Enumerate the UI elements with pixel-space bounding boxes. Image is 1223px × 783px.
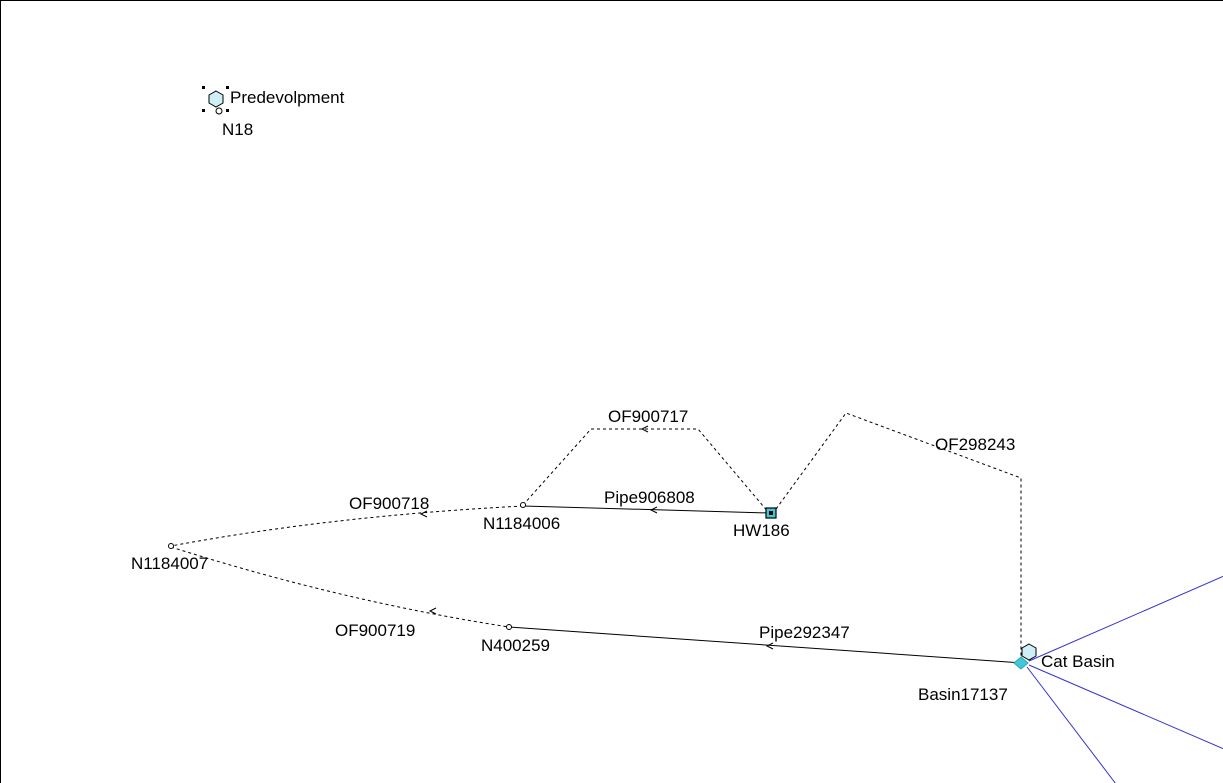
outfall-icon-center <box>769 511 773 515</box>
subcatchment-outlet-lines <box>1026 575 1223 783</box>
selection-handle[interactable] <box>202 109 205 112</box>
junction-icon <box>215 107 223 115</box>
node-label: N400259 <box>481 636 550 655</box>
node-basin17137[interactable]: Basin17137 <box>918 656 1029 704</box>
link-label-of900718: OF900718 <box>349 494 429 513</box>
link-of900719[interactable] <box>170 546 510 628</box>
link-pipe906808[interactable] <box>522 505 770 514</box>
node-label: Basin17137 <box>918 685 1008 704</box>
flow-arrow-icon <box>765 642 774 650</box>
subcatchment-line[interactable] <box>1028 664 1223 750</box>
node-n1184007[interactable]: N1184007 <box>131 543 208 574</box>
subcatchment-icon <box>1021 643 1037 661</box>
flow-arrow-icon <box>428 607 437 615</box>
flow-arrow-icon <box>640 425 649 433</box>
subcatchment-line[interactable] <box>1028 575 1223 662</box>
link-label-of900717: OF900717 <box>608 407 688 426</box>
link-of900718[interactable] <box>170 505 524 547</box>
link-of298243[interactable] <box>775 412 1022 661</box>
junction-icon <box>520 502 526 508</box>
link-label-of298243: OF298243 <box>935 435 1015 454</box>
junction-icon <box>506 624 512 630</box>
subcatchment-predevolpment[interactable]: Predevolpment <box>202 86 345 112</box>
selection-handle[interactable] <box>226 109 229 112</box>
link-label-pipe906808: Pipe906808 <box>604 488 695 507</box>
link-pipe292347[interactable] <box>508 626 1024 664</box>
selection-handle[interactable] <box>202 86 205 89</box>
subcatchment-icon <box>208 90 224 108</box>
subcatchment-label: Predevolpment <box>230 88 345 107</box>
flow-arrow-icon <box>419 510 428 518</box>
node-n1184006[interactable]: N1184006 <box>483 502 560 534</box>
subcatchment-cat-basin[interactable]: Cat Basin <box>1021 643 1115 671</box>
junction-icon <box>168 543 174 549</box>
link-of900717[interactable] <box>522 425 770 514</box>
subcatchment-label: Cat Basin <box>1041 652 1115 671</box>
node-n400259[interactable]: N400259 <box>481 624 550 656</box>
node-label: N1184007 <box>131 554 208 573</box>
node-hw186[interactable]: HW186 <box>733 507 790 540</box>
storage-icon <box>1013 656 1029 670</box>
node-label: N18 <box>222 120 253 139</box>
node-label: HW186 <box>733 521 790 540</box>
node-n18[interactable]: N18 <box>215 107 253 139</box>
subcatchment-line[interactable] <box>1026 666 1116 783</box>
selection-handle[interactable] <box>226 86 229 89</box>
link-label-of900719: OF900719 <box>335 621 415 640</box>
link-label-pipe292347: Pipe292347 <box>759 623 850 642</box>
node-label: N1184006 <box>483 514 560 533</box>
flow-arrow-icon <box>649 506 658 514</box>
